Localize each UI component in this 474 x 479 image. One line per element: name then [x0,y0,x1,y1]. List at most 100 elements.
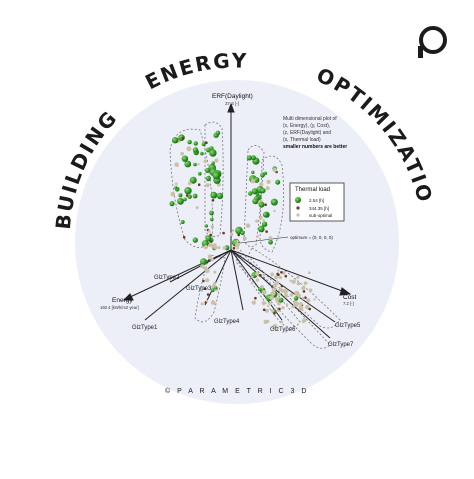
optimal-point [192,147,199,153]
suboptimal-point [283,288,289,294]
suboptimal-point [289,293,294,297]
suboptimal-point [278,292,281,296]
high-load-point [278,307,281,311]
high-load-point [277,273,280,277]
suboptimal-point [250,275,254,279]
suboptimal-point [212,243,217,248]
description-line: (s, Thermal load) [283,137,321,143]
high-load-point [182,236,186,239]
suboptimal-point [255,278,259,282]
optimal-point [187,139,192,145]
high-load-point [308,307,312,311]
optimal-point [183,197,187,202]
high-load-point [197,183,201,186]
optimal-point [248,191,253,196]
suboptimal-point [251,300,256,305]
suboptimal-point [265,319,270,324]
suboptimal-point [210,225,215,229]
suboptimal-point [259,199,263,203]
scatter-points [169,130,316,329]
optimal-point [214,286,218,290]
optimal-point [174,186,178,190]
high-load-point [222,231,225,235]
high-load-point [202,279,205,283]
suboptimal-point [296,281,301,286]
optimal-point [278,297,284,303]
optimal-point [193,141,198,146]
suboptimal-point [270,290,276,296]
optimal-point [251,188,258,195]
suboptimal-point [291,305,295,309]
optimal-point [258,225,265,233]
suboptimal-point [283,293,289,298]
suboptimal-point [298,306,304,312]
high-load-point [262,308,266,312]
optimal-point [169,201,175,207]
suboptimal-point [204,268,210,274]
high-load-point [205,141,208,144]
suboptimal-point [250,178,256,184]
optimal-point [275,179,281,185]
description-line: (x, Energy), (y, Cost), [283,123,330,129]
optimal-point [272,309,277,313]
suboptimal-point [174,162,179,167]
suboptimal-point [270,272,275,277]
high-load-point [185,194,189,197]
suboptimal-point [222,246,227,250]
suboptimal-point [174,182,178,186]
axis-x-label: Energy [112,297,133,304]
optimal-point [216,192,224,200]
suboptimal-point [217,246,221,250]
optimal-point [211,161,215,165]
high-load-point [209,240,213,243]
glz-label: GlzType7 [328,342,354,348]
high-load-point [254,296,257,300]
suboptimal-point [259,216,263,220]
suboptimal-point [266,179,271,184]
suboptimal-point [306,298,311,303]
optimal-point [198,171,202,176]
optimal-point [181,155,189,162]
suboptimal-point [301,318,307,323]
optimal-point [205,175,211,182]
suboptimal-point [205,183,210,188]
high-load-point [211,199,215,202]
optimal-point [210,288,215,293]
optimal-point [192,237,198,243]
suboptimal-point [296,301,300,305]
glz-label: GlzType3 [186,286,212,292]
suboptimal-point [205,278,210,283]
plot-description: Multi dimensional plot of (x, Energy), (… [283,116,347,150]
suboptimal-point [299,302,303,306]
suboptimal-point [275,280,280,285]
suboptimal-point [210,257,214,262]
optimal-point [246,155,252,161]
suboptimal-point [235,242,240,248]
suboptimal-point [303,281,308,286]
suboptimal-point [262,273,266,276]
optimal-point [200,258,207,266]
high-load-point [280,271,283,274]
suboptimal-point [271,287,277,292]
optimal-point [193,162,197,167]
description-line: (z, ERF(Daylight) and [283,130,331,136]
glazing-labels: GlzType2 GlzType3 GlzType1 GlzType4 GlzT… [132,275,361,348]
high-load-point [258,274,262,277]
optimal-point [261,221,268,227]
suboptimal-point [207,244,211,247]
high-load-point [284,274,288,278]
suboptimal-point [270,309,274,313]
optimal-point [177,197,184,205]
suboptimal-point [308,271,311,275]
glz-label: GlzType1 [132,325,158,331]
optimal-point [200,151,204,156]
suboptimal-point [274,275,279,280]
suboptimal-point [289,279,292,282]
optimal-point [204,224,208,228]
suboptimal-point [200,302,204,306]
suboptimal-point [255,219,259,223]
suboptimal-point [195,206,199,210]
high-load-point [302,290,306,293]
legend-label: 344.35 [h] [309,206,329,211]
